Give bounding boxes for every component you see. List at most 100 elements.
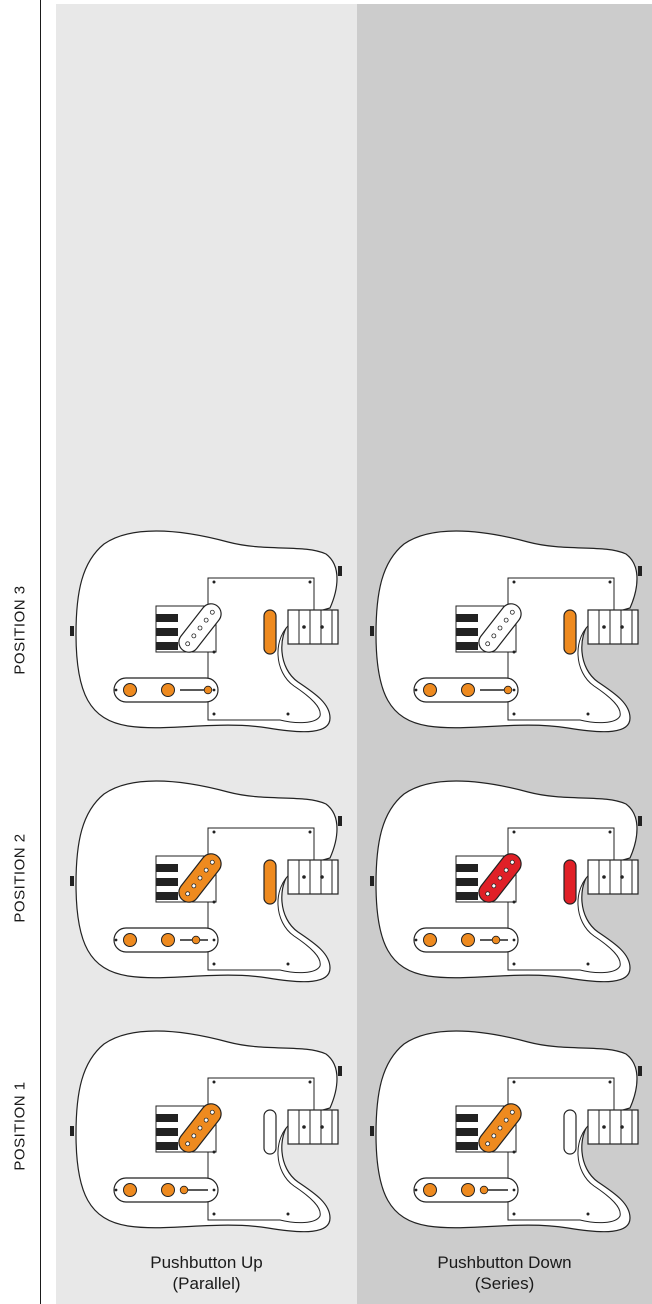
pole-piece bbox=[185, 641, 191, 647]
bridge-pickup bbox=[478, 853, 522, 903]
control-screw bbox=[114, 1188, 118, 1192]
bridge-saddle bbox=[456, 628, 478, 636]
bridge-saddle bbox=[156, 1114, 178, 1122]
column-label-series-line1: Pushbutton Down bbox=[437, 1253, 572, 1272]
pole-piece bbox=[209, 859, 215, 865]
bridge-saddle bbox=[156, 1142, 178, 1150]
bridge-saddle bbox=[156, 614, 178, 622]
neck-pickup bbox=[263, 609, 277, 655]
pickguard-screw bbox=[512, 712, 516, 716]
pole-piece bbox=[509, 859, 515, 865]
telecaster-diagram bbox=[70, 530, 342, 733]
pickguard-screw bbox=[512, 830, 516, 834]
neck-pickup bbox=[563, 859, 577, 905]
strap-button bbox=[338, 816, 342, 826]
neck-pickup bbox=[263, 859, 277, 905]
pole-piece bbox=[185, 891, 191, 897]
pole-piece bbox=[209, 609, 215, 615]
strap-button bbox=[70, 1126, 74, 1136]
neck-screw bbox=[602, 875, 606, 879]
control-screw bbox=[212, 1188, 216, 1192]
neck-screw bbox=[302, 1125, 306, 1129]
pickguard-screw bbox=[512, 962, 516, 966]
pickguard-screw bbox=[286, 1212, 290, 1216]
control-screw bbox=[114, 688, 118, 692]
pickguard-screw bbox=[212, 830, 216, 834]
tone-knob bbox=[161, 683, 175, 697]
bridge-saddle bbox=[456, 864, 478, 872]
column-label-parallel: Pushbutton Up (Parallel) bbox=[56, 1252, 357, 1294]
pickguard-screw bbox=[308, 580, 312, 584]
strap-button bbox=[638, 566, 642, 576]
strap-button bbox=[370, 1126, 374, 1136]
bridge-saddle bbox=[456, 892, 478, 900]
selector-switch-tip bbox=[479, 1185, 489, 1195]
neck-heel bbox=[287, 609, 339, 645]
pole-piece bbox=[485, 641, 491, 647]
neck-screw bbox=[620, 1125, 624, 1129]
pole-piece bbox=[209, 1109, 215, 1115]
pickguard-screw bbox=[308, 830, 312, 834]
control-screw bbox=[512, 938, 516, 942]
volume-knob bbox=[423, 683, 437, 697]
selector-switch-tip bbox=[203, 685, 213, 695]
neck-screw bbox=[320, 1125, 324, 1129]
pickguard-screw bbox=[212, 650, 216, 654]
neck-screw bbox=[302, 875, 306, 879]
pickguard-screw bbox=[512, 1150, 516, 1154]
pickguard-screw bbox=[512, 900, 516, 904]
pole-piece bbox=[485, 1141, 491, 1147]
neck-screw bbox=[602, 1125, 606, 1129]
strap-button bbox=[70, 626, 74, 636]
volume-knob bbox=[123, 933, 137, 947]
pickguard-screw bbox=[212, 1212, 216, 1216]
bridge-pickup bbox=[478, 603, 522, 653]
selector-switch-tip bbox=[191, 935, 201, 945]
pickguard-screw bbox=[308, 1080, 312, 1084]
column-label-parallel-line1: Pushbutton Up bbox=[150, 1253, 263, 1272]
pole-piece bbox=[203, 1117, 209, 1123]
neck-heel bbox=[587, 609, 639, 645]
pole-piece bbox=[509, 609, 515, 615]
bridge-saddle bbox=[156, 892, 178, 900]
bridge-saddle bbox=[456, 642, 478, 650]
strap-button bbox=[638, 816, 642, 826]
pole-piece bbox=[191, 1133, 197, 1139]
volume-knob bbox=[423, 1183, 437, 1197]
neck-heel bbox=[587, 859, 639, 895]
neck-screw bbox=[620, 625, 624, 629]
control-screw bbox=[414, 938, 418, 942]
bridge-pickup bbox=[178, 1103, 222, 1153]
pickguard-screw bbox=[512, 1212, 516, 1216]
pole-piece bbox=[491, 883, 497, 889]
tone-knob bbox=[461, 933, 475, 947]
telecaster-diagram bbox=[370, 780, 642, 983]
pole-piece bbox=[497, 1125, 503, 1131]
volume-knob bbox=[123, 683, 137, 697]
bridge-saddle bbox=[456, 1128, 478, 1136]
pole-piece bbox=[191, 633, 197, 639]
neck-pickup bbox=[563, 1109, 577, 1155]
tone-knob bbox=[161, 1183, 175, 1197]
neck-pickup bbox=[263, 1109, 277, 1155]
pickguard-screw bbox=[608, 580, 612, 584]
neck-screw bbox=[302, 625, 306, 629]
neck-screw bbox=[620, 875, 624, 879]
bridge-saddle bbox=[156, 864, 178, 872]
neck-screw bbox=[320, 875, 324, 879]
bridge-saddle bbox=[456, 878, 478, 886]
pickguard-screw bbox=[512, 650, 516, 654]
strap-button bbox=[638, 1066, 642, 1076]
pole-piece bbox=[197, 875, 203, 881]
neck-screw bbox=[602, 625, 606, 629]
neck-heel bbox=[287, 1109, 339, 1145]
pole-piece bbox=[503, 1117, 509, 1123]
column-label-series: Pushbutton Down (Series) bbox=[357, 1252, 652, 1294]
pickguard-screw bbox=[212, 580, 216, 584]
neck-heel bbox=[587, 1109, 639, 1145]
pickguard-screw bbox=[212, 962, 216, 966]
selector-switch-tip bbox=[491, 935, 501, 945]
bridge-saddle bbox=[456, 1142, 478, 1150]
telecaster-diagram bbox=[370, 530, 642, 733]
control-screw bbox=[212, 938, 216, 942]
